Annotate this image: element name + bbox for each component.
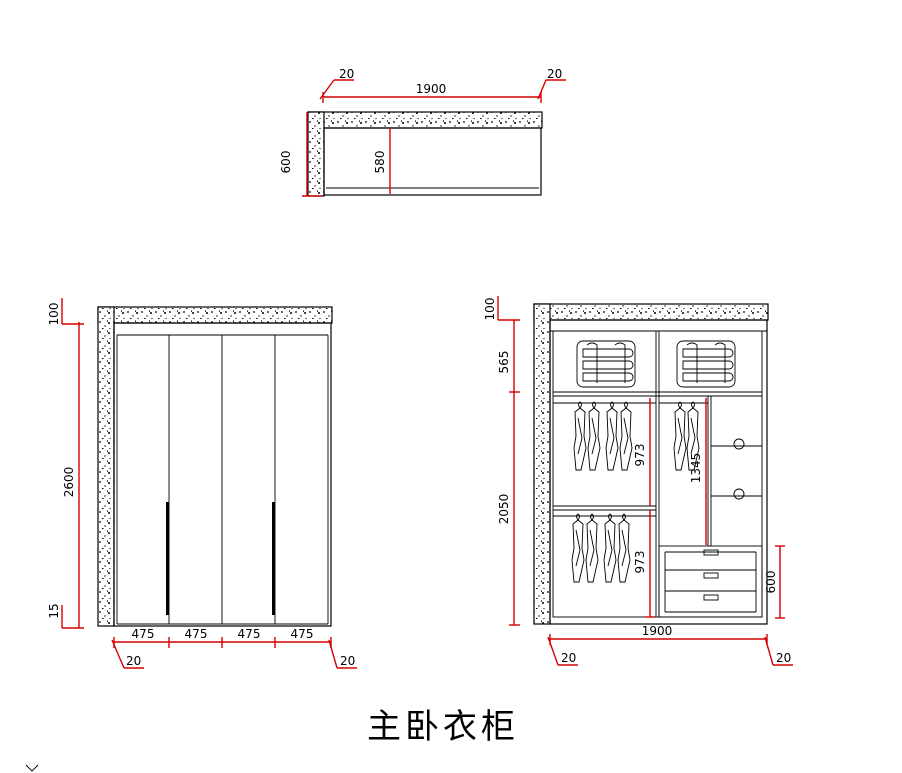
plan-left-offset-label: 20 bbox=[339, 67, 354, 81]
door-width-label: 475 bbox=[132, 627, 155, 641]
plan-depth-label: 600 bbox=[279, 151, 293, 174]
plan-inner-depth-label: 580 bbox=[373, 151, 387, 174]
drawer-block bbox=[658, 545, 763, 618]
door-width-label: 475 bbox=[185, 627, 208, 641]
interior-cabinet-outline bbox=[549, 319, 768, 625]
drawer-handle bbox=[703, 594, 719, 601]
folded-clothes bbox=[576, 340, 636, 388]
plan-width-label: 1900 bbox=[416, 82, 447, 96]
front-left-offset-label: 20 bbox=[126, 654, 141, 668]
shelf-pin bbox=[733, 488, 745, 500]
hanging-garment bbox=[573, 401, 587, 471]
front-cabinet-outline bbox=[113, 322, 332, 627]
hanging-garment bbox=[673, 401, 687, 471]
interior-ceiling bbox=[533, 303, 769, 321]
front-ceiling bbox=[97, 306, 333, 324]
front-view: 100 2600 15 475 475 475 475 20 20 bbox=[47, 298, 357, 669]
hanging-garment bbox=[617, 513, 631, 583]
upper-hang-label: 973 bbox=[633, 444, 647, 467]
lower-hang-label: 973 bbox=[633, 551, 647, 574]
plan-right-offset-label: 20 bbox=[547, 67, 562, 81]
shelf-pin bbox=[733, 438, 745, 450]
front-right-offset-label: 20 bbox=[340, 654, 355, 668]
center-hang-label: 1345 bbox=[689, 453, 703, 484]
front-wall bbox=[97, 306, 115, 627]
ucs-icon bbox=[25, 764, 39, 772]
hanging-garment bbox=[587, 401, 601, 471]
door-handle bbox=[166, 502, 169, 615]
door-handle bbox=[272, 502, 275, 615]
plan-top-wall bbox=[307, 111, 543, 129]
plan-view: 1900 20 20 600 580 bbox=[279, 67, 566, 197]
hanging-garment bbox=[571, 513, 585, 583]
hanging-garment bbox=[603, 513, 617, 583]
interior-upper-label: 565 bbox=[497, 351, 511, 374]
drawer-handle bbox=[703, 549, 719, 556]
folded-clothes bbox=[676, 340, 736, 388]
door-width-label: 475 bbox=[291, 627, 314, 641]
interior-top-label: 100 bbox=[483, 298, 497, 321]
hanging-garment bbox=[605, 401, 619, 471]
front-base-label: 15 bbox=[47, 603, 61, 618]
door-width-label: 475 bbox=[238, 627, 261, 641]
hanging-garment bbox=[585, 513, 599, 583]
interior-left-offset-label: 20 bbox=[561, 651, 576, 665]
front-top-label: 100 bbox=[47, 303, 61, 326]
front-height-label: 2600 bbox=[62, 467, 76, 498]
drawer-height-label: 600 bbox=[764, 571, 778, 594]
interior-wall bbox=[533, 303, 551, 625]
drawer-handle bbox=[703, 572, 719, 579]
interior-right-offset-label: 20 bbox=[776, 651, 791, 665]
interior-view: 973 973 1345 100 565 2050 600 1900 20 20 bbox=[483, 296, 793, 666]
drawing-title: 主卧衣柜 bbox=[367, 707, 519, 747]
hanging-garment bbox=[619, 401, 633, 471]
plan-left-wall bbox=[307, 111, 325, 197]
interior-width-label: 1900 bbox=[642, 624, 673, 638]
interior-lower-label: 2050 bbox=[497, 494, 511, 525]
plan-cabinet-outline bbox=[323, 127, 542, 196]
